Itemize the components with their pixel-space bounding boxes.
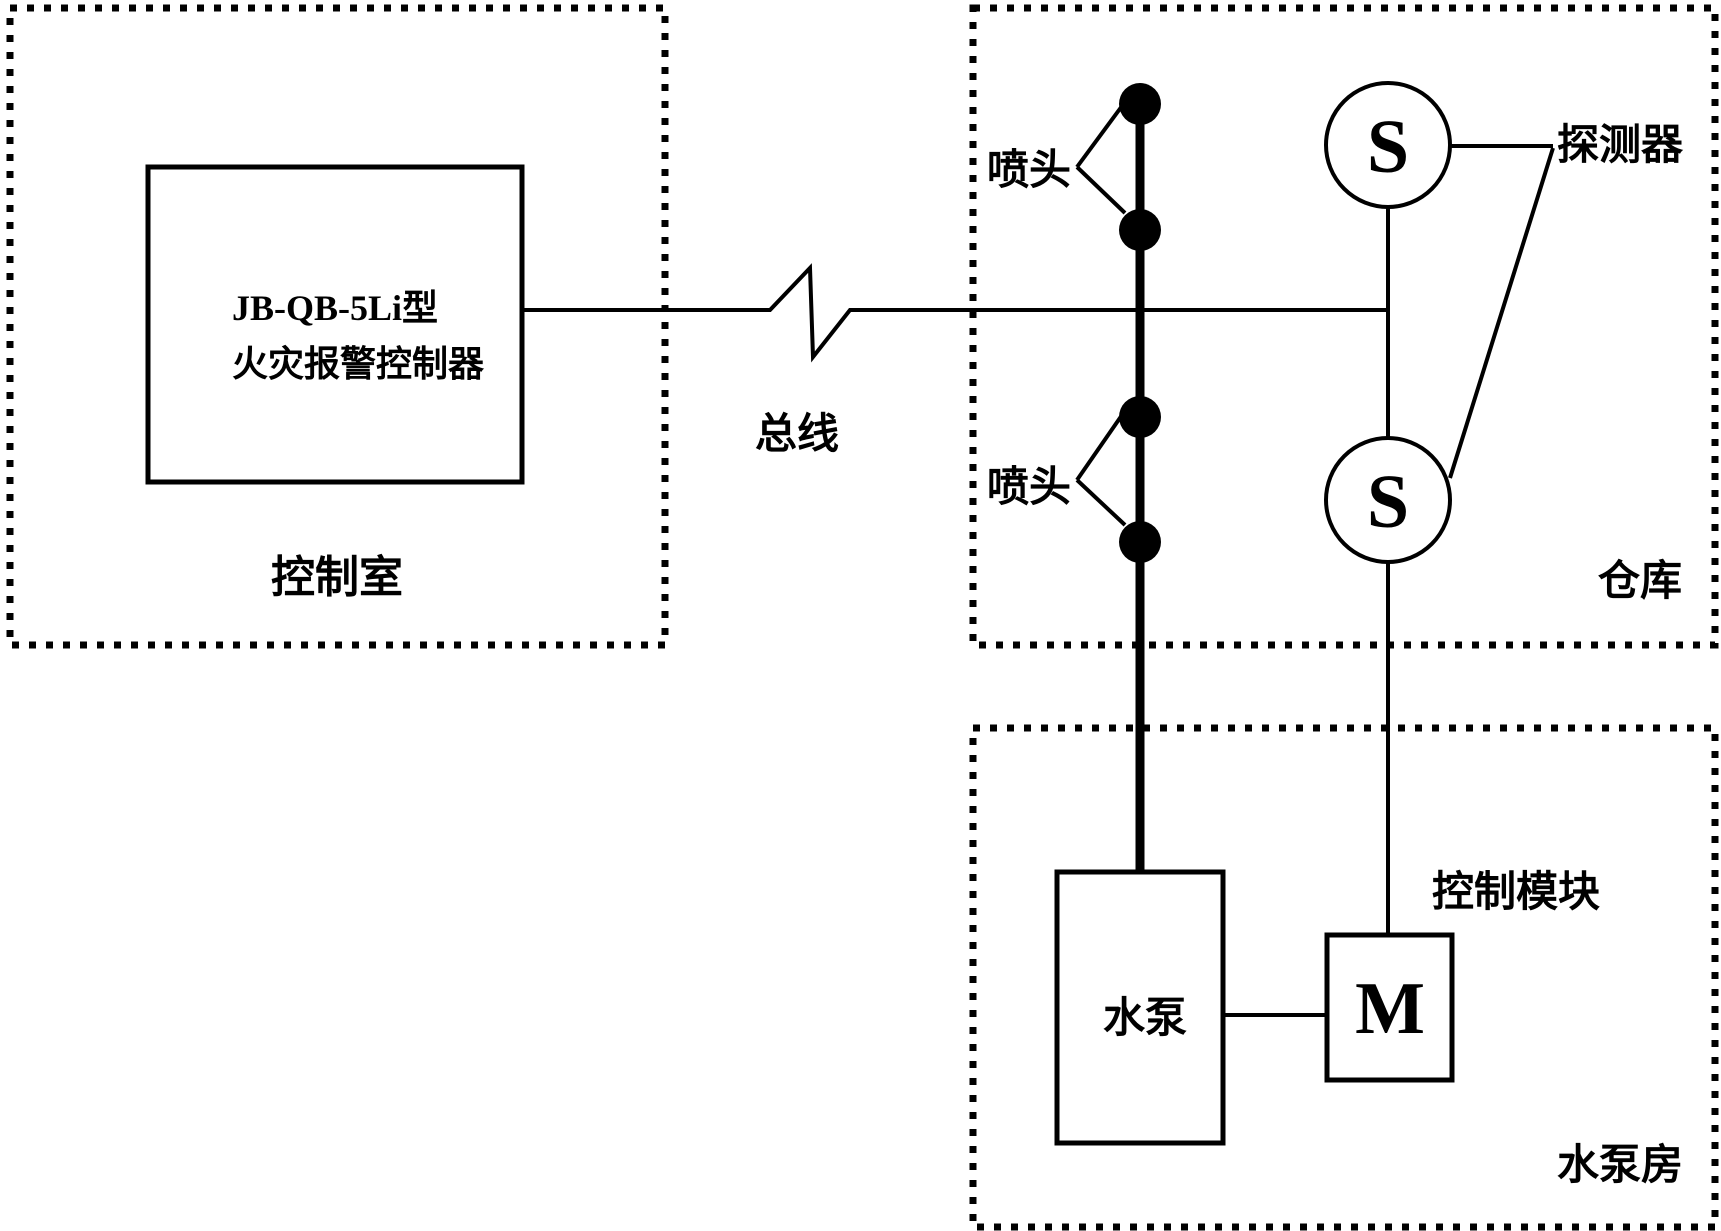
sprinkler-head-1 (1119, 83, 1161, 125)
control-room-label: 控制室 (271, 552, 403, 602)
pump-room-label: 水泵房 (1557, 1142, 1683, 1189)
control-module-label: 控制模块 (1432, 869, 1600, 916)
warehouse-boundary (969, 4, 1719, 649)
sprinkler-label-bottom: 喷头 (987, 464, 1071, 511)
detector-1-circle (1324, 81, 1452, 209)
sprinkler-label-top: 喷头 (987, 147, 1071, 194)
detector-2-circle (1324, 436, 1452, 564)
sprinkler-head-2 (1119, 209, 1161, 251)
water-pump-label: 水泵 (1103, 995, 1187, 1042)
sprinkler-head-3 (1119, 396, 1161, 438)
control-module-box (1324, 932, 1455, 1083)
sprinkler-pointer-bottom (1075, 413, 1127, 527)
detector-label: 探测器 (1557, 122, 1684, 169)
water-pump-box (1054, 869, 1226, 1146)
detector-1-symbol: S (1367, 105, 1409, 189)
bus-line (522, 263, 1388, 363)
controller-model-text: JB-QB-5Li型 (232, 288, 438, 328)
warehouse-label: 仓库 (1598, 558, 1682, 605)
detector-pointer-diagonal (1448, 147, 1555, 479)
fire-alarm-controller-box (145, 164, 525, 485)
control-module-symbol: M (1355, 968, 1425, 1050)
bus-label: 总线 (755, 411, 839, 458)
pump-room-boundary (969, 724, 1719, 1231)
sprinkler-pointer-top (1075, 104, 1127, 215)
control-room-boundary (6, 4, 669, 649)
detector-2-symbol: S (1367, 460, 1409, 544)
sprinkler-head-4 (1119, 521, 1161, 563)
controller-name-text: 火灾报警控制器 (232, 344, 485, 384)
